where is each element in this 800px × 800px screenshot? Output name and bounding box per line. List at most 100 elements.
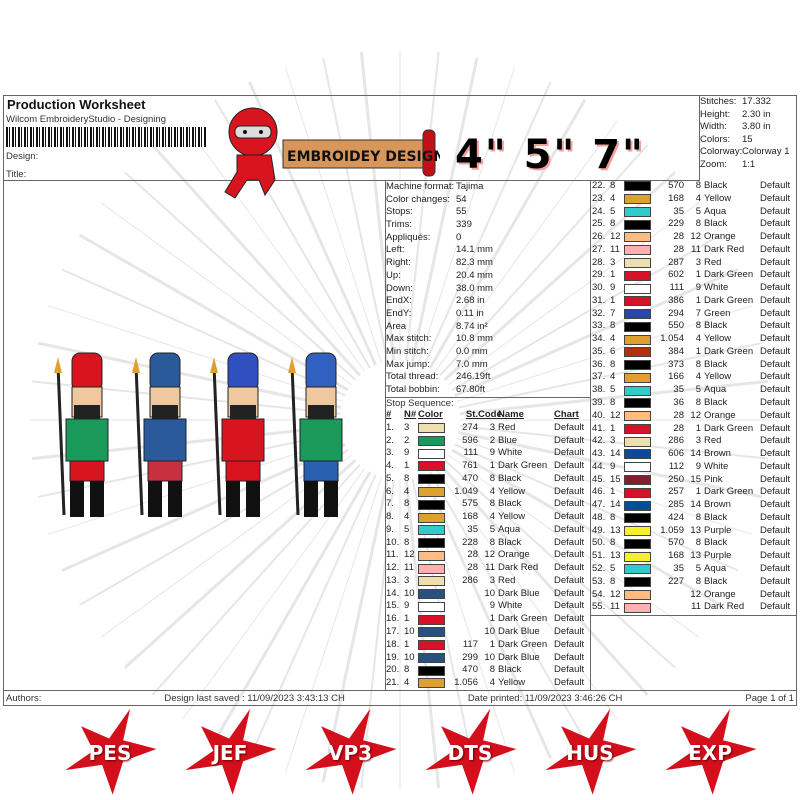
info-label: Up: bbox=[386, 269, 401, 281]
ray bbox=[360, 479, 395, 789]
stitch-count bbox=[450, 626, 478, 639]
star-icon bbox=[665, 708, 757, 795]
thread-name: Pink bbox=[704, 473, 723, 485]
stitch-count: 384 bbox=[668, 345, 684, 357]
stop-index: 33. bbox=[592, 320, 606, 332]
color-cell bbox=[624, 589, 656, 602]
nutcracker-figure bbox=[132, 352, 187, 517]
stop-index: 47. bbox=[592, 499, 606, 511]
color-swatch bbox=[624, 564, 651, 575]
info-value: 0 bbox=[456, 231, 462, 243]
chart: Default bbox=[760, 460, 791, 472]
last-saved: Design last saved : 11/09/2023 3:43:13 C… bbox=[164, 693, 345, 704]
info-label: Right: bbox=[386, 257, 411, 269]
stitch-count: 250 bbox=[668, 473, 684, 485]
color-swatch bbox=[418, 538, 445, 549]
color-swatch bbox=[624, 385, 651, 396]
color-swatch bbox=[624, 321, 651, 332]
color-cell bbox=[624, 269, 656, 282]
needle-number: 11 bbox=[610, 243, 620, 255]
stop-index: 30. bbox=[592, 282, 606, 294]
chart: Default bbox=[554, 472, 585, 484]
stop-index: 12. bbox=[386, 562, 400, 574]
stop-index: 49. bbox=[592, 524, 606, 536]
info-value: 20.4 mm bbox=[456, 269, 493, 281]
thread-name: Black bbox=[704, 511, 728, 523]
chart: Default bbox=[760, 269, 791, 281]
stop-sequence-label: Stop Sequence: bbox=[386, 398, 454, 409]
ray bbox=[451, 448, 722, 607]
stop-index: 24. bbox=[592, 205, 606, 217]
thread-name: Black bbox=[704, 575, 728, 587]
thread-name: Aqua bbox=[704, 205, 727, 217]
color-swatch bbox=[418, 665, 445, 676]
divider bbox=[699, 95, 700, 180]
chart: Default bbox=[554, 626, 585, 638]
stitch-count: 36 bbox=[673, 397, 684, 409]
chart: Default bbox=[554, 574, 585, 586]
stitch-count: 228 bbox=[462, 536, 478, 548]
color-swatch bbox=[624, 194, 651, 205]
color-swatch bbox=[418, 640, 445, 651]
ray bbox=[78, 233, 349, 392]
stitch-count: 229 bbox=[668, 218, 684, 230]
chart: Default bbox=[760, 371, 791, 383]
chart: Default bbox=[760, 473, 791, 485]
